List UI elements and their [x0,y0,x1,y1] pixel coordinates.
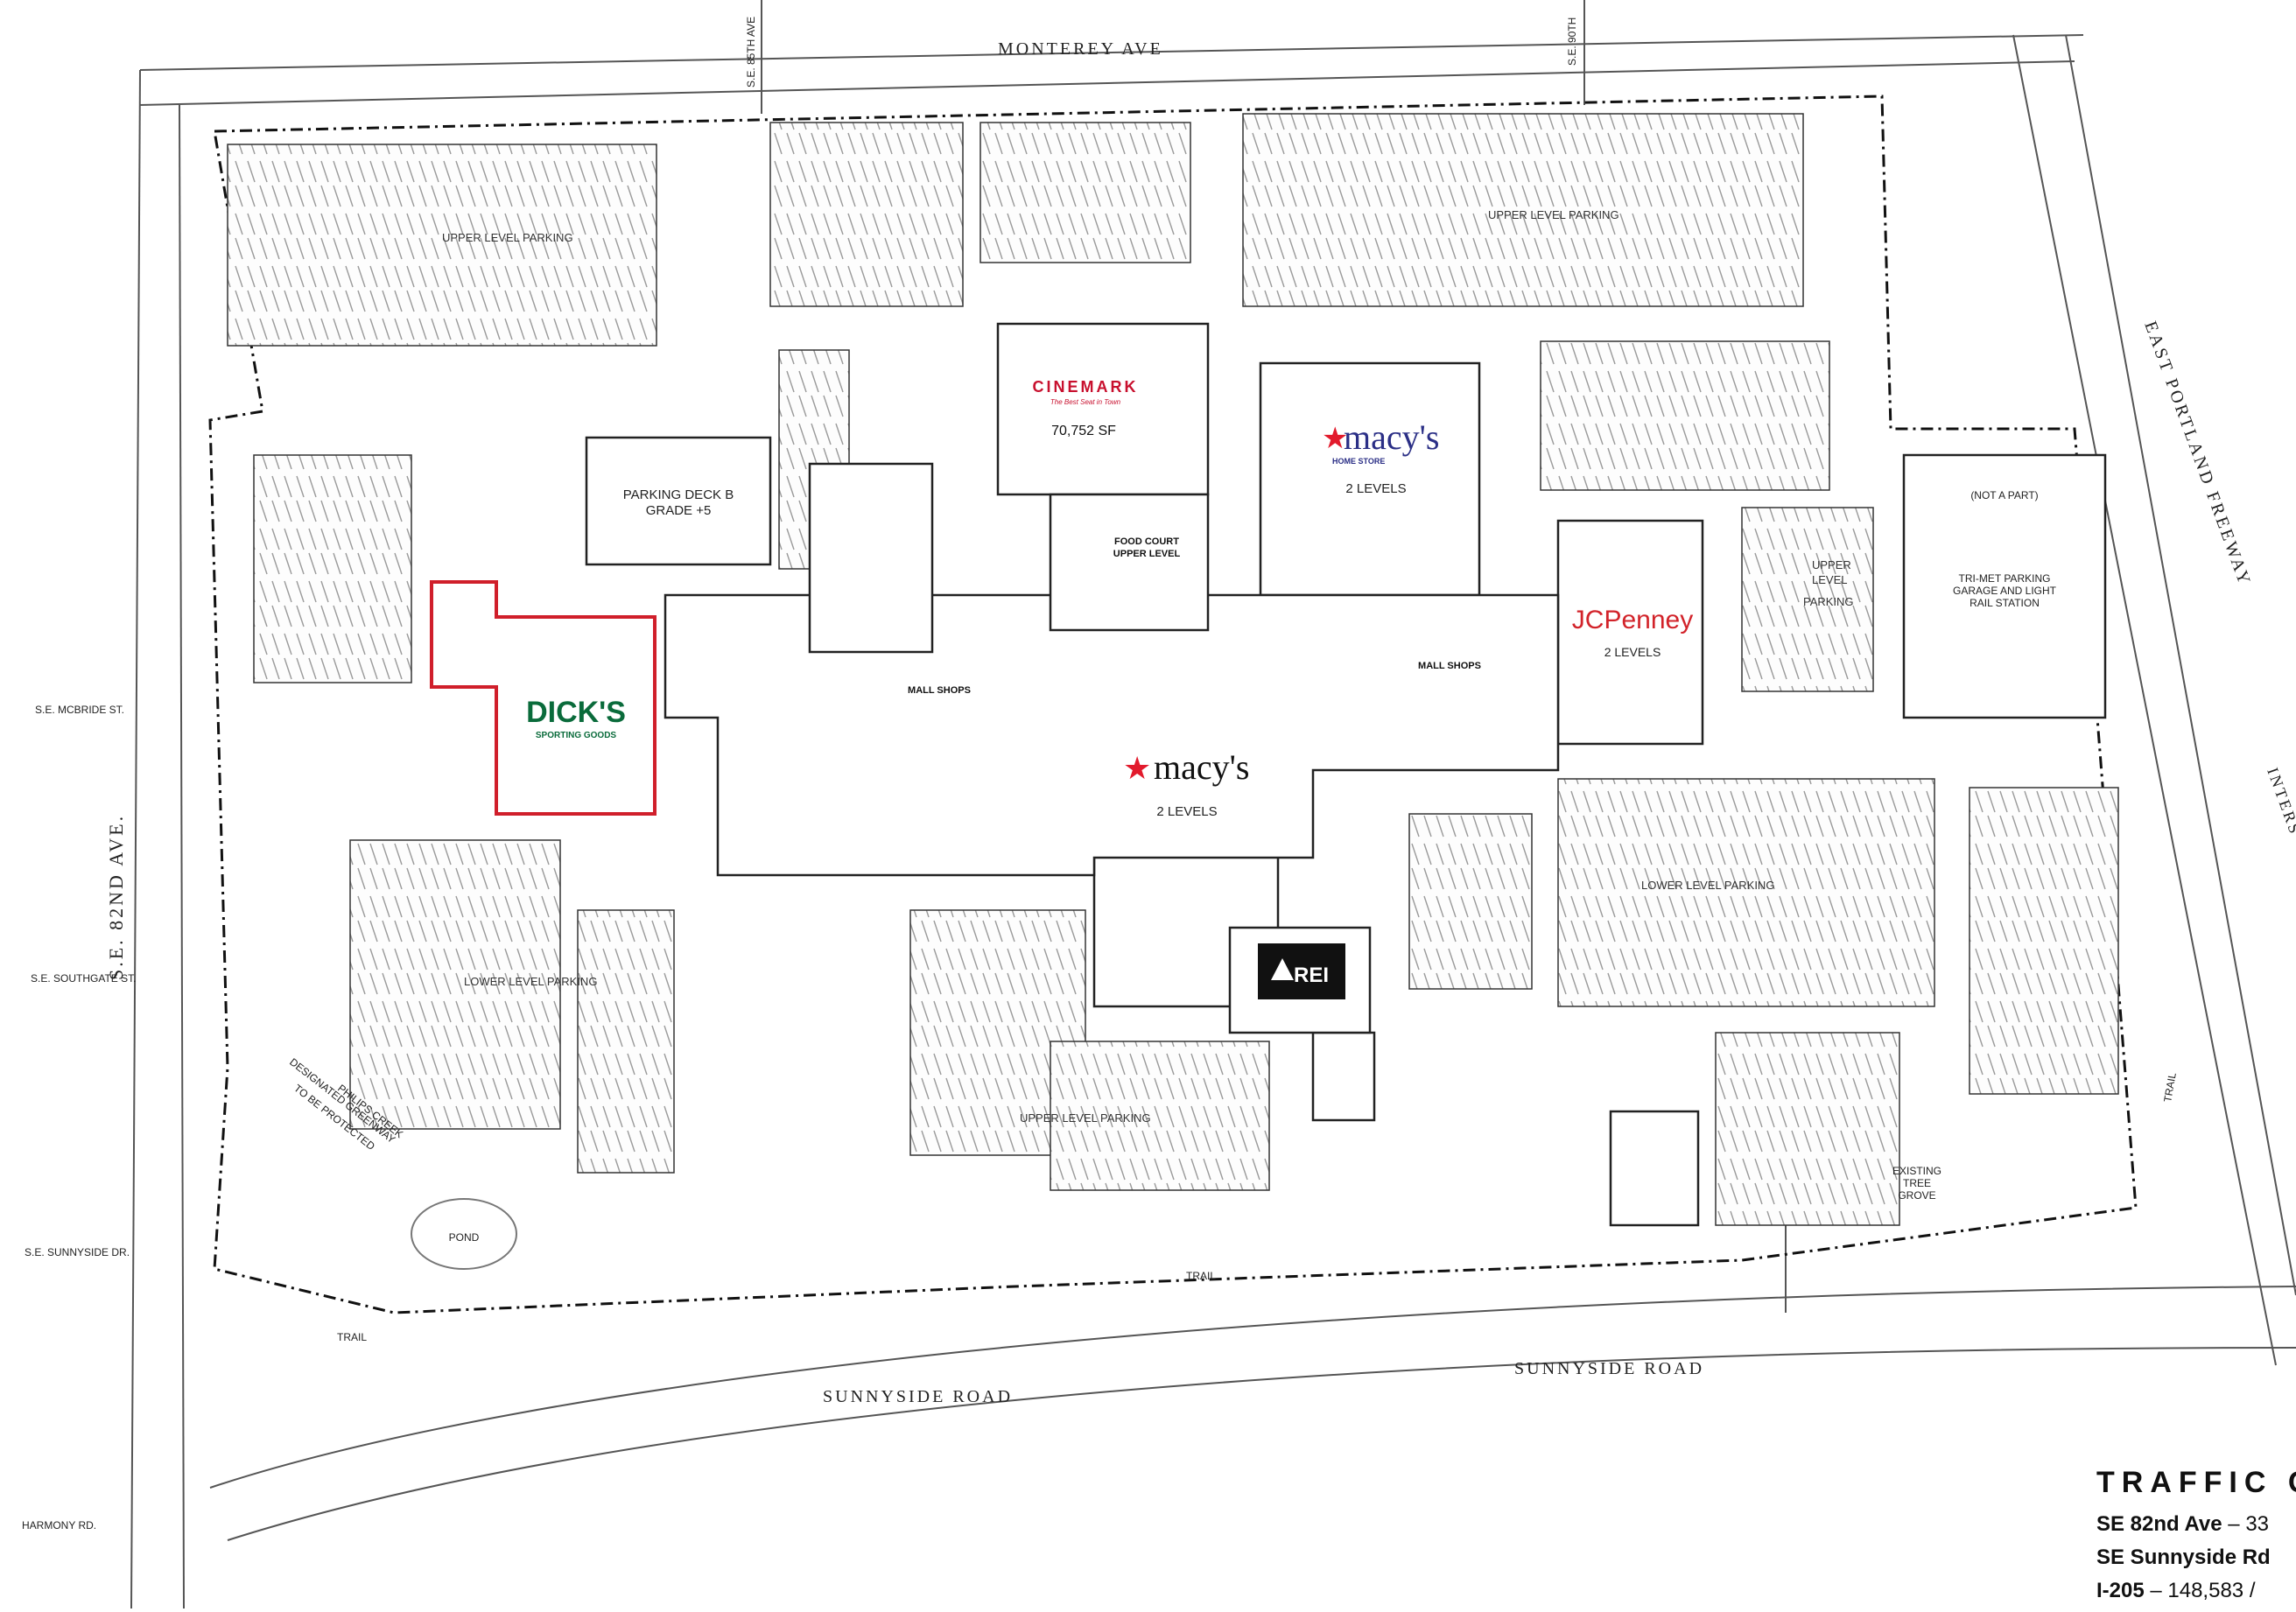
cinemark-building [996,322,1210,496]
mall-corridor [664,593,1560,877]
traffic-row: SE Sunnyside Rd [2096,1545,2296,1570]
jcpenney-levels: 2 LEVELS [1604,645,1661,659]
cinemark-tagline: The Best Seat in Town [1050,398,1121,406]
traffic-row: I-205 – 148,583 / [2096,1579,2296,1603]
macys-home-star-icon: ★ [1322,422,1348,455]
trimet-label: RAIL STATION [1970,597,2040,609]
monterey-label: MONTEREY AVE [998,39,1163,59]
se90-label: S.E. 90TH [1566,18,1578,66]
tree-grove-label: GROVE [1898,1189,1935,1202]
dicks-logo: DICK'S [526,696,626,729]
tree-grove-label: TREE [1903,1177,1931,1189]
rei-logo-box [1258,943,1345,999]
se82-label: S.E. 82ND AVE. [105,814,127,980]
food-court-label: FOOD COURT [1114,536,1179,547]
parking-deck-b [585,436,772,566]
rei-mountain-icon [1271,958,1294,980]
property-boundary [208,95,2138,1314]
southgate-label: S.E. SOUTHGATE ST. [31,972,136,985]
rei-logo: REI [1294,964,1329,987]
food-court-level: UPPER LEVEL [1113,549,1181,559]
macys-logo: macy's [1154,747,1249,787]
east-portland-freeway-label: EAST PORTLAND FREEWAY [2140,319,2254,589]
lot-label: UPPER LEVEL PARKING [1488,208,1619,221]
lot-label: UPPER LEVEL PARKING [1020,1111,1151,1125]
dicks-sub: SPORTING GOODS [536,731,617,740]
mall-shops-label: MALL SHOPS [1418,661,1481,671]
se85-label: S.E. 85TH AVE [745,17,757,88]
mall-shops-west [808,462,934,654]
pad-building-2 [1609,1110,1700,1227]
trimet-note: (NOT A PART) [1970,489,2038,501]
lot-label: LOWER LEVEL PARKING [464,975,597,988]
harmony-label: HARMONY RD. [22,1519,96,1531]
lot-label: UPPER LEVEL PARKING [442,231,573,244]
jcpenney-building [1556,519,1704,746]
mcbride-label: S.E. MCBRIDE ST. [35,704,124,716]
sunnyside-road-right-label: SUNNYSIDE ROAD [1514,1359,1704,1378]
dicks-space [430,580,657,816]
macys-home-logo: macy's [1344,417,1439,457]
macys-star-icon: ★ [1123,750,1151,786]
deck-b-label: PARKING DECK B [623,487,734,502]
lot-label: PARKING [1803,595,1854,608]
macys-home-sub: HOME STORE [1332,457,1385,466]
trail-label: TRAIL [2161,1071,2179,1103]
tree-grove-label: EXISTING [1892,1165,1941,1177]
mall-buildings [585,322,2107,1227]
trail-label: TRAIL [337,1331,367,1343]
parking-lots [227,113,2119,1226]
traffic-row: SE 82nd Ave – 33 [2096,1512,2296,1537]
deck-b-grade: GRADE +5 [646,503,712,518]
traffic-road: I-205 [2096,1579,2145,1602]
macys-levels: 2 LEVELS [1156,804,1217,819]
trimet-label: GARAGE AND LIGHT [1953,585,2057,597]
macys-home-levels: 2 LEVELS [1345,481,1406,496]
pond [411,1198,517,1270]
cinemark-sf: 70,752 SF [1051,424,1116,438]
lot-label: LEVEL [1812,573,1847,586]
traffic-title: TRAFFIC C [2096,1466,2296,1499]
trimet-garage [1902,453,2107,719]
sunnyside-dr-label: S.E. SUNNYSIDE DR. [25,1246,130,1258]
traffic-road: SE Sunnyside Rd [2096,1545,2271,1569]
macys-home-building [1259,361,1481,597]
mall-shops-label: MALL SHOPS [908,685,971,696]
food-court [1049,493,1210,632]
pad-building [1311,1031,1376,1122]
sunnyside-road-left-label: SUNNYSIDE ROAD [823,1387,1013,1406]
pond-label: POND [449,1231,480,1244]
traffic-value: – 148,583 / [2150,1579,2256,1602]
trimet-label: TRI-MET PARKING [1959,572,2051,585]
interstate-label: INTERS [2264,766,2296,838]
traffic-counts-panel: TRAFFIC C SE 82nd Ave – 33 SE Sunnyside … [2096,1466,2296,1612]
traffic-value: – 33 [2228,1512,2270,1536]
traffic-road: SE 82nd Ave [2096,1512,2222,1536]
lot-label: LOWER LEVEL PARKING [1641,879,1774,892]
trail-label: TRAIL [1186,1270,1216,1282]
lot-label: UPPER [1812,558,1851,571]
cinemark-logo: CINEMARK [1033,378,1139,396]
jcpenney-logo: JCPenney [1572,606,1693,634]
